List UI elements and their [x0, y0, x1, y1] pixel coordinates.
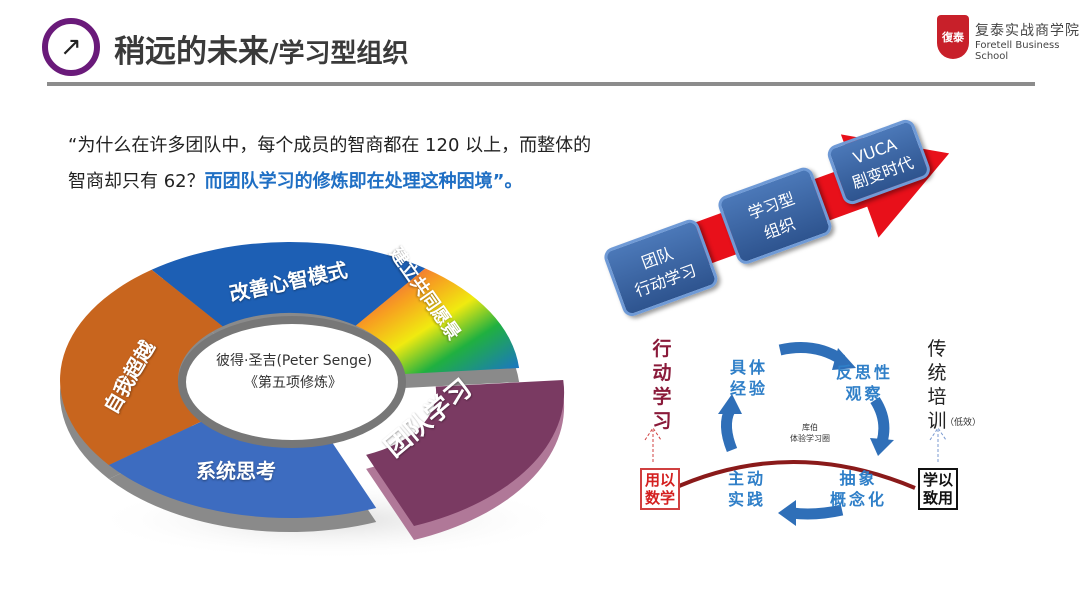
kolb-line2: 观察 — [845, 384, 884, 403]
box-line1: 学以 — [923, 471, 954, 489]
kolb-concrete-experience: 具体经验 — [730, 357, 768, 399]
cycle-arrow-left — [721, 407, 738, 453]
donut-segment-personal-mastery — [60, 269, 223, 465]
box-line1: 用以 — [645, 471, 676, 489]
donut-segment-mental-models — [151, 241, 426, 327]
segment-label-systems-thinking: 系统思考 — [196, 459, 276, 483]
donut-segment-systems-thinking — [108, 421, 377, 519]
kolb-center-line2: 体验学习圈 — [790, 434, 830, 443]
donut-segment-team-learning — [366, 380, 565, 527]
left-box-label: 用以数学 — [640, 468, 681, 510]
kolb-line1: 具体 — [730, 358, 769, 377]
left-dashed-up-arrow — [644, 427, 662, 462]
logo-emblem: 復泰 — [937, 15, 969, 59]
quote-main: “为什么在许多团队中，每个成员的智商都在 120 以上，而整体的智商却只有 62… — [68, 135, 592, 192]
donut-hole — [178, 316, 406, 448]
five-disciplines-donut — [60, 241, 570, 560]
right-box-label: 学以致用 — [918, 468, 959, 510]
kolb-reflective-observation: 反思性观察 — [836, 362, 893, 404]
kolb-line1: 抽象 — [839, 469, 878, 488]
transfer-curve — [669, 460, 916, 492]
title-divider — [47, 82, 1035, 86]
donut-segment-shared-vision — [355, 268, 520, 375]
logo-name-en: Foretell Business School — [975, 40, 1060, 62]
kolb-cycle-arrows — [644, 342, 947, 526]
page-title: 稍远的未来/学习型组织 — [114, 26, 409, 71]
low-efficiency-note: （低效） — [945, 418, 982, 428]
box-line2: 数学 — [645, 489, 676, 507]
cycle-arrow-bottom — [791, 504, 844, 520]
kolb-line2: 概念化 — [830, 490, 888, 509]
logo-name-cn: 复泰实战商学院 — [975, 23, 1080, 39]
center-author: 彼得·圣吉(Peter Senge) — [216, 353, 373, 369]
kolb-center-label: 库伯体验学习圈 — [780, 422, 840, 444]
kolb-line1: 主动 — [728, 469, 767, 488]
action-learning-vertical: 行动学习 — [652, 338, 672, 432]
kolb-line2: 经验 — [730, 379, 769, 398]
box-line2: 致用 — [923, 489, 954, 507]
kolb-line2: 实践 — [728, 490, 767, 509]
arrow-up-right-icon: ↗ — [42, 18, 100, 76]
quote-highlight: 而团队学习的修炼即在处理这种困境”。 — [204, 171, 523, 192]
traditional-training-vertical: 传统培训 — [927, 338, 947, 432]
right-dashed-up-arrow — [929, 427, 947, 462]
kolb-center-line1: 库伯 — [802, 423, 818, 432]
title-main: 稍远的未来 — [114, 34, 269, 70]
kolb-active-experimentation: 主动实践 — [728, 468, 766, 510]
quote-text: “为什么在许多团队中，每个成员的智商都在 120 以上，而整体的智商却只有 62… — [68, 128, 608, 200]
kolb-abstract-conceptualization: 抽象概念化 — [830, 468, 887, 510]
cycle-arrow-top — [778, 342, 846, 365]
center-book: 《第五项修炼》 — [244, 375, 342, 391]
title-sub: /学习型组织 — [269, 39, 409, 69]
cycle-arrow-right — [870, 397, 890, 444]
kolb-line1: 反思性 — [836, 363, 894, 382]
